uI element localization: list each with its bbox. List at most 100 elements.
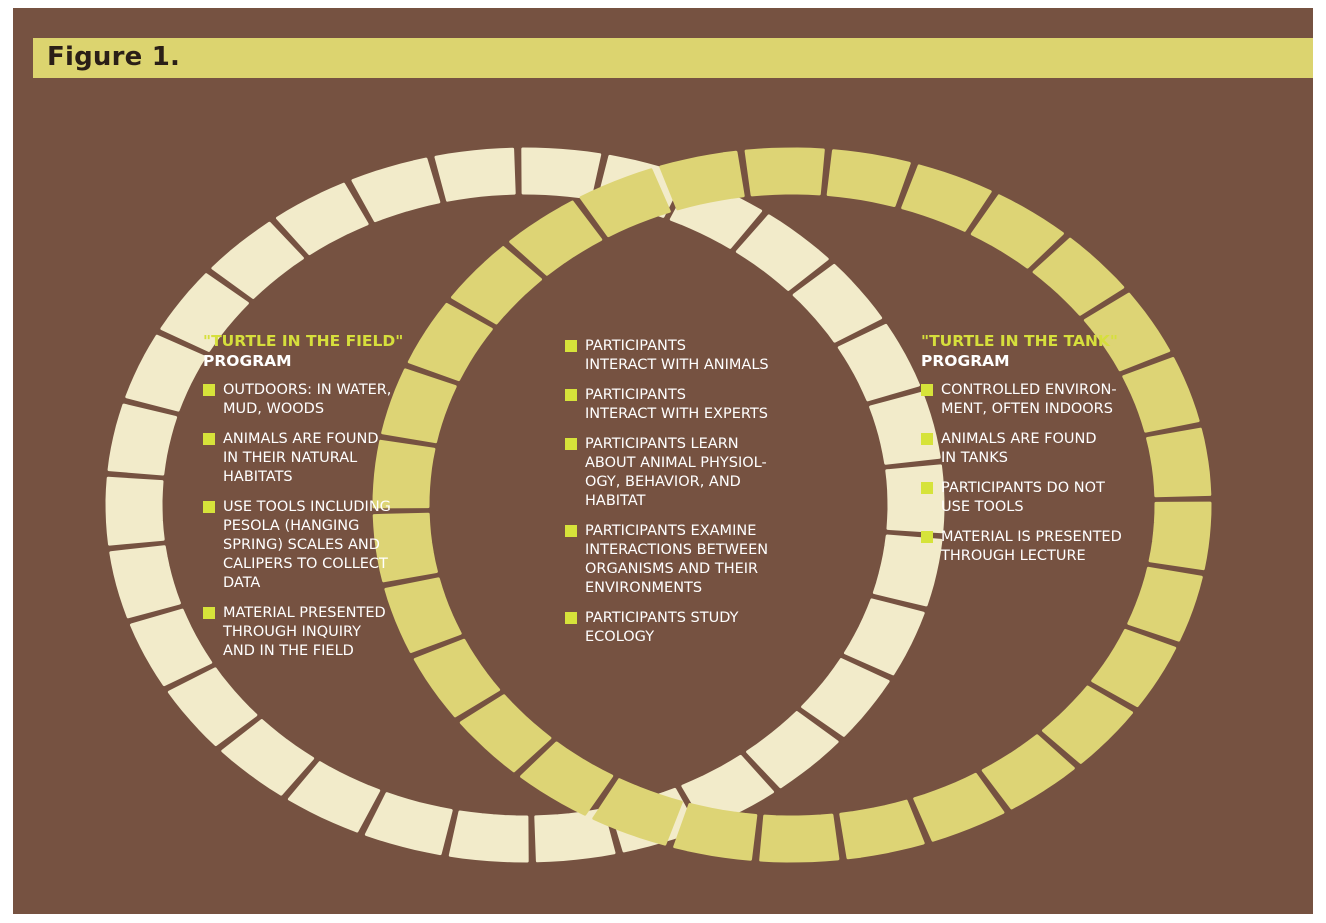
- shell-tile: [913, 772, 1005, 842]
- shell-tile: [839, 799, 925, 860]
- shell-tile: [130, 608, 213, 687]
- shell-tile: [981, 734, 1075, 810]
- shell-tile: [826, 149, 911, 207]
- right-heading-title: "TURTLE IN THE TANK": [921, 332, 1118, 350]
- shell-tile: [837, 323, 920, 402]
- list-item-text: USE TOOLS INCLUDING PESOLA (HANGING SPRI…: [223, 499, 391, 591]
- list-item: MATERIAL PRESENTED THROUGH INQUIRY AND I…: [203, 604, 433, 661]
- shell-tile: [381, 368, 457, 444]
- left-heading-program: PROGRAM: [203, 352, 292, 370]
- list-item: OUTDOORS: IN WATER, MUD, WOODS: [203, 381, 433, 419]
- shell-tile: [744, 147, 825, 197]
- list-item-text: OUTDOORS: IN WATER, MUD, WOODS: [223, 382, 392, 417]
- square-bullet-icon: [921, 384, 933, 396]
- square-bullet-icon: [203, 501, 215, 513]
- list-item-text: ANIMALS ARE FOUND IN THEIR NATURAL HABIT…: [223, 431, 379, 485]
- shell-tile: [792, 263, 883, 343]
- list-item: CONTROLLED ENVIRON- MENT, OFTEN INDOORS: [921, 381, 1151, 419]
- title-bar: Figure 1.: [33, 38, 1313, 78]
- shell-tile: [125, 334, 206, 412]
- shell-tile: [759, 813, 840, 863]
- shell-tile: [1091, 628, 1177, 708]
- left-item-list: OUTDOORS: IN WATER, MUD, WOODS ANIMALS A…: [203, 381, 433, 661]
- shell-tile: [735, 214, 829, 291]
- shell-tile: [746, 711, 839, 789]
- shell-tile: [673, 803, 758, 861]
- list-item-text: MATERIAL IS PRESENTED THROUGH LECTURE: [941, 529, 1122, 564]
- shell-tile: [579, 168, 671, 238]
- square-bullet-icon: [565, 612, 577, 624]
- list-item-text: PARTICIPANTS LEARN ABOUT ANIMAL PHYSIOL-…: [585, 436, 767, 509]
- shell-tile: [351, 157, 441, 223]
- list-item-text: CONTROLLED ENVIRON- MENT, OFTEN INDOORS: [941, 382, 1117, 417]
- shell-tile: [364, 792, 453, 856]
- list-item: PARTICIPANTS DO NOT USE TOOLS: [921, 479, 1151, 517]
- shell-tile: [451, 246, 542, 325]
- list-item: PARTICIPANTS INTERACT WITH ANIMALS: [565, 337, 795, 375]
- list-item: ANIMALS ARE FOUND IN TANKS: [921, 430, 1151, 468]
- shell-tile: [509, 200, 603, 276]
- list-item: MATERIAL IS PRESENTED THROUGH LECTURE: [921, 528, 1151, 566]
- figure-title: Figure 1.: [47, 42, 181, 72]
- shell-tile: [160, 273, 249, 352]
- list-item-text: PARTICIPANTS EXAMINE INTERACTIONS BETWEE…: [585, 523, 769, 596]
- shell-tile: [105, 476, 165, 546]
- square-bullet-icon: [565, 438, 577, 450]
- figure-panel: Figure 1. "TURTLE IN THE FIELD" PROGRAM …: [13, 8, 1313, 914]
- shell-tile: [1042, 685, 1133, 764]
- shell-tile: [407, 302, 493, 382]
- list-item: ANIMALS ARE FOUND IN THEIR NATURAL HABIT…: [203, 430, 433, 487]
- shell-tile: [372, 512, 438, 583]
- left-ring-shell: [105, 147, 945, 863]
- left-heading-title: "TURTLE IN THE FIELD": [203, 332, 404, 350]
- list-item-text: PARTICIPANTS INTERACT WITH ANIMALS: [585, 338, 769, 373]
- shell-tile: [434, 147, 516, 202]
- shell-tile: [1083, 292, 1171, 372]
- venn-diagram: [105, 147, 1212, 863]
- left-program-text: "TURTLE IN THE FIELD" PROGRAM OUTDOORS: …: [203, 331, 433, 672]
- shell-tile: [372, 439, 436, 509]
- shell-tile: [520, 741, 614, 816]
- shell-tile: [659, 150, 745, 211]
- square-bullet-icon: [203, 607, 215, 619]
- right-program-text: "TURTLE IN THE TANK" PROGRAM CONTROLLED …: [921, 331, 1151, 577]
- shell-tile: [107, 403, 178, 476]
- shared-item-list: PARTICIPANTS INTERACT WITH ANIMALS PARTI…: [565, 337, 795, 647]
- square-bullet-icon: [921, 433, 933, 445]
- list-item-text: ANIMALS ARE FOUND IN TANKS: [941, 431, 1097, 466]
- square-bullet-icon: [921, 482, 933, 494]
- shell-tile: [844, 598, 925, 676]
- shell-tile: [872, 534, 943, 607]
- square-bullet-icon: [921, 531, 933, 543]
- square-bullet-icon: [565, 525, 577, 537]
- list-item-text: PARTICIPANTS STUDY ECOLOGY: [585, 610, 739, 645]
- right-item-list: CONTROLLED ENVIRON- MENT, OFTEN INDOORS …: [921, 381, 1151, 566]
- shell-tile: [459, 694, 552, 773]
- right-ring-shell: [372, 147, 1212, 863]
- square-bullet-icon: [203, 384, 215, 396]
- shell-tile: [221, 719, 315, 796]
- list-item: USE TOOLS INCLUDING PESOLA (HANGING SPRI…: [203, 498, 433, 593]
- shell-tile: [276, 182, 369, 256]
- shell-tile: [448, 810, 529, 863]
- shell-tile: [413, 638, 501, 718]
- shell-tile: [384, 577, 462, 653]
- shell-tile: [1148, 501, 1212, 571]
- square-bullet-icon: [565, 340, 577, 352]
- list-item: PARTICIPANTS INTERACT WITH EXPERTS: [565, 386, 795, 424]
- list-item-text: MATERIAL PRESENTED THROUGH INQUIRY AND I…: [223, 605, 386, 659]
- shell-tile: [1127, 566, 1203, 642]
- shell-tile: [1032, 237, 1125, 316]
- shell-tile: [970, 194, 1064, 269]
- list-item: PARTICIPANTS EXAMINE INTERACTIONS BETWEE…: [565, 522, 795, 598]
- shared-text: PARTICIPANTS INTERACT WITH ANIMALS PARTI…: [565, 337, 795, 658]
- right-heading-program: PROGRAM: [921, 352, 1010, 370]
- shell-tile: [167, 667, 258, 747]
- square-bullet-icon: [203, 433, 215, 445]
- shell-tile: [901, 164, 992, 232]
- list-item: PARTICIPANTS STUDY ECOLOGY: [565, 609, 795, 647]
- shell-tile: [1146, 427, 1212, 498]
- list-item-text: PARTICIPANTS INTERACT WITH EXPERTS: [585, 387, 768, 422]
- list-item-text: PARTICIPANTS DO NOT USE TOOLS: [941, 480, 1105, 515]
- list-item: PARTICIPANTS LEARN ABOUT ANIMAL PHYSIOL-…: [565, 435, 795, 511]
